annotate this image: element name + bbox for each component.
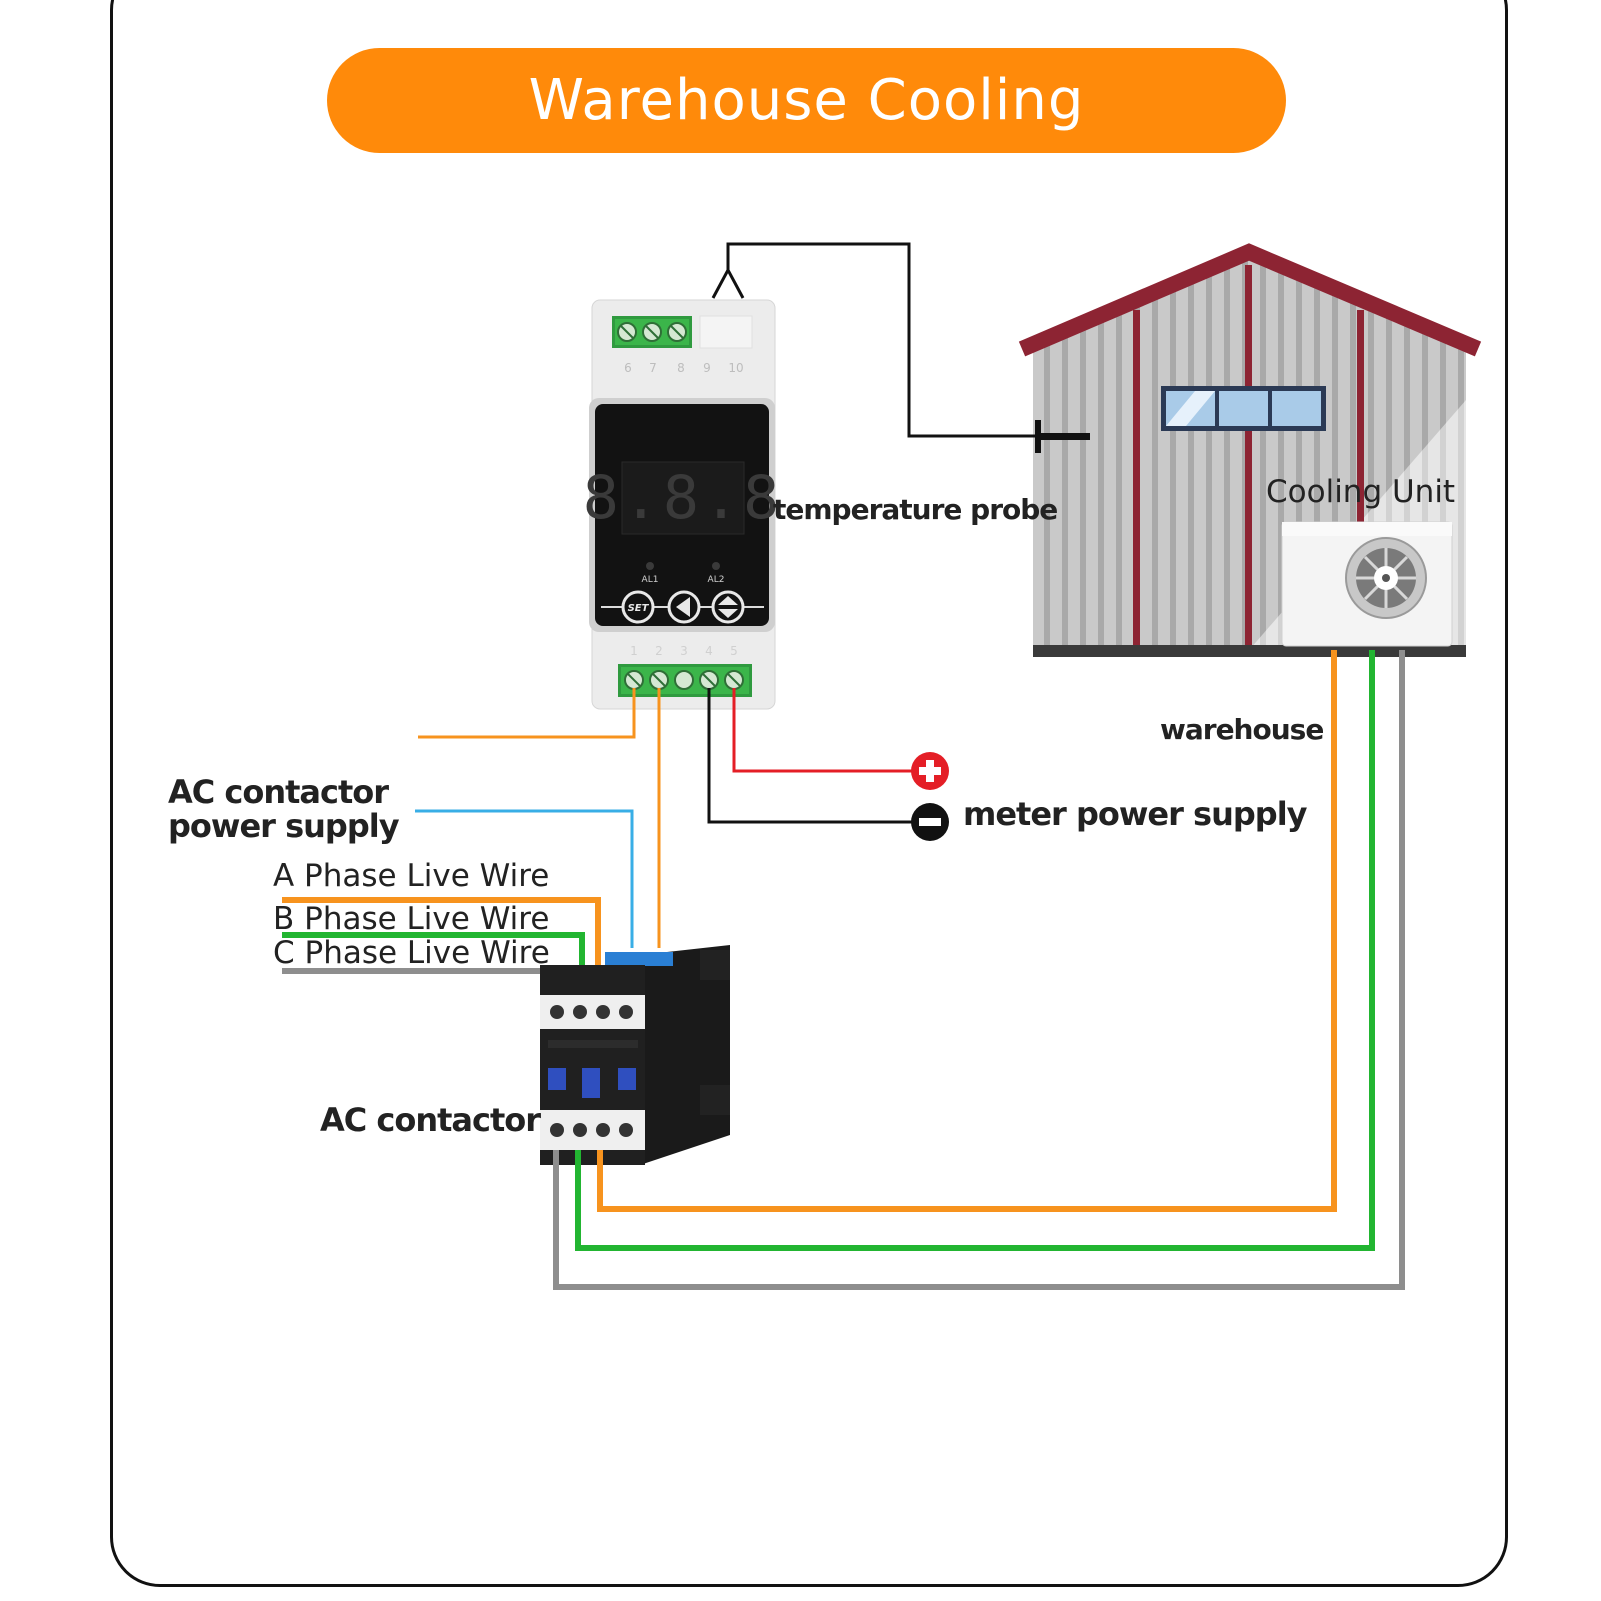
title-banner: Warehouse Cooling xyxy=(327,48,1286,153)
alarm2-label: AL2 xyxy=(708,575,725,585)
wire-red xyxy=(732,688,915,773)
warehouse-floor xyxy=(1033,645,1466,657)
terminal-label: 2 xyxy=(655,644,663,658)
updown-arrow-button xyxy=(711,590,745,624)
controller-wiring xyxy=(415,688,949,948)
wire-black xyxy=(707,688,915,824)
page-title: Warehouse Cooling xyxy=(528,68,1085,133)
ac-contactor-device xyxy=(540,945,730,1165)
meter-power-supply-label: meter power supply xyxy=(963,795,1308,833)
temperature-probe-label: temperature probe xyxy=(773,493,1058,526)
terminal-label: 9 xyxy=(703,361,711,375)
a-phase-label: A Phase Live Wire xyxy=(273,858,550,894)
warehouse-roof xyxy=(1018,243,1482,357)
cooling-unit-label: Cooling Unit xyxy=(1266,474,1456,510)
up-arrow-icon xyxy=(718,596,738,605)
minus-icon xyxy=(911,803,949,841)
terminal-label: 10 xyxy=(728,361,743,375)
wire-output-gray xyxy=(553,650,1405,1290)
terminal-label: 5 xyxy=(730,644,738,658)
terminal-label: 6 xyxy=(624,361,632,375)
terminal-label: 8 xyxy=(677,361,685,375)
ac-contactor-power-supply-label: AC contactor power supply xyxy=(168,773,400,845)
terminal-label: 1 xyxy=(630,644,638,658)
alarm1-label: AL1 xyxy=(642,575,659,585)
terminal-label: 4 xyxy=(705,644,713,658)
cooling-unit xyxy=(1281,521,1453,647)
c-phase-label: C Phase Live Wire xyxy=(273,935,550,971)
wire-orange-terminal-1 xyxy=(418,688,636,739)
terminal-label: 3 xyxy=(680,644,688,658)
wire-c-phase xyxy=(282,968,561,998)
warehouse-window xyxy=(1161,386,1326,431)
plus-icon xyxy=(911,752,949,790)
wire-output-green xyxy=(575,650,1375,1251)
warehouse-label: warehouse xyxy=(1160,713,1324,746)
temperature-probe-wire xyxy=(711,242,1090,453)
controller-display: 8.8.8 xyxy=(583,463,784,533)
output-wires xyxy=(553,650,1405,1290)
b-phase-label: B Phase Live Wire xyxy=(273,901,550,937)
left-arrow-icon xyxy=(676,597,690,617)
wire-output-orange xyxy=(597,650,1337,1212)
ac-contactor-power-line1: AC contactor xyxy=(168,773,389,811)
wire-blue xyxy=(415,809,634,948)
terminal-label: 7 xyxy=(649,361,657,375)
probe-tip xyxy=(1035,433,1090,440)
left-arrow-button xyxy=(667,590,701,624)
ac-contactor-power-line2: power supply xyxy=(168,807,400,845)
temperature-controller xyxy=(589,299,776,710)
set-button xyxy=(621,590,655,624)
ac-contactor-label: AC contactor xyxy=(320,1101,541,1139)
down-arrow-icon xyxy=(718,609,738,618)
set-button-label: SET xyxy=(628,603,650,614)
